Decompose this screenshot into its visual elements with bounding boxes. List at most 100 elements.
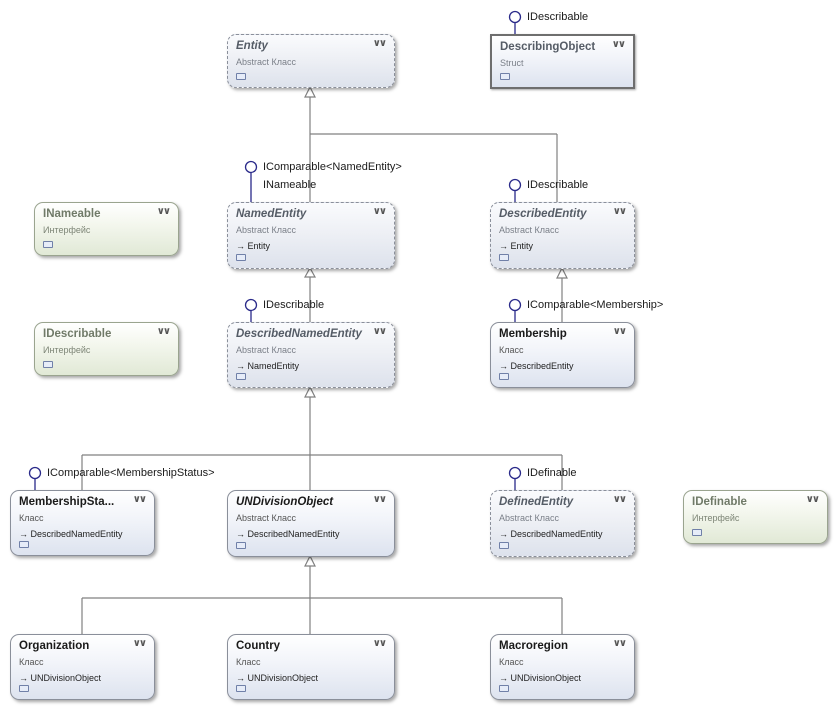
inherits-arrow-icon: → — [499, 361, 508, 371]
class-kind: Abstract Класс — [499, 225, 560, 235]
chevron-double-down-icon[interactable]: ∨∨ — [611, 39, 626, 50]
chevron-double-down-icon[interactable]: ∨∨ — [372, 326, 387, 337]
members-compartment-icon — [236, 542, 246, 549]
class-name: Macroregion — [499, 640, 569, 652]
class-kind: Интерфейс — [43, 225, 91, 235]
class-kind: Класс — [19, 657, 44, 667]
class-kind: Abstract Класс — [499, 513, 560, 523]
chevron-double-down-icon[interactable]: ∨∨ — [612, 206, 627, 217]
inherits-arrow-icon: → — [19, 673, 28, 683]
class-name: UNDivisionObject — [236, 496, 334, 508]
chevron-double-down-icon[interactable]: ∨∨ — [372, 494, 387, 505]
base-class: → UNDivisionObject — [236, 673, 318, 683]
class-box-membership[interactable]: Membership ∨∨ Класс → DescribedEntity — [490, 322, 635, 388]
base-class-name: DescribedEntity — [510, 361, 574, 371]
base-class: → Entity — [236, 241, 270, 251]
chevron-double-down-icon[interactable]: ∨∨ — [156, 206, 171, 217]
members-compartment-icon — [43, 361, 53, 368]
interface-lollipop-icon — [508, 10, 522, 24]
inherits-arrow-icon: → — [236, 673, 245, 683]
members-compartment-icon — [236, 254, 246, 261]
chevron-double-down-icon[interactable]: ∨∨ — [156, 326, 171, 337]
class-name: Organization — [19, 640, 90, 652]
class-kind: Интерфейс — [43, 345, 91, 355]
base-class-name: Entity — [247, 241, 271, 251]
class-kind: Класс — [499, 657, 524, 667]
interface-lollipop-icon — [244, 298, 258, 312]
base-class-name: DescribedNamedEntity — [510, 529, 603, 539]
class-box-described-entity[interactable]: DescribedEntity ∨∨ Abstract Класс → Enti… — [490, 202, 635, 269]
class-kind: Класс — [236, 657, 261, 667]
members-compartment-icon — [499, 542, 509, 549]
class-name: IDescribable — [43, 328, 112, 340]
class-name: MembershipSta... — [19, 496, 115, 508]
class-box-defined-entity[interactable]: DefinedEntity ∨∨ Abstract Класс → Descri… — [490, 490, 635, 557]
chevron-double-down-icon[interactable]: ∨∨ — [805, 494, 820, 505]
class-kind: Struct — [500, 58, 524, 68]
lollipop-label: IComparable<NamedEntity> — [263, 161, 402, 173]
class-name: Entity — [236, 40, 268, 52]
members-compartment-icon — [236, 373, 246, 380]
class-kind: Abstract Класс — [236, 225, 297, 235]
base-class-name: DescribedNamedEntity — [30, 529, 123, 539]
chevron-double-down-icon[interactable]: ∨∨ — [372, 638, 387, 649]
chevron-double-down-icon[interactable]: ∨∨ — [372, 38, 387, 49]
lollipop-label: IDescribable — [263, 299, 325, 311]
members-compartment-icon — [499, 254, 509, 261]
members-compartment-icon — [19, 685, 29, 692]
base-class-name: UNDivisionObject — [247, 673, 319, 683]
class-kind: Класс — [19, 513, 44, 523]
lollipop-label: IComparable<MembershipStatus> — [47, 467, 215, 479]
lollipop-label: IDefinable — [527, 467, 577, 479]
chevron-double-down-icon[interactable]: ∨∨ — [612, 326, 627, 337]
chevron-double-down-icon[interactable]: ∨∨ — [612, 494, 627, 505]
chevron-double-down-icon[interactable]: ∨∨ — [612, 638, 627, 649]
members-compartment-icon — [500, 73, 510, 80]
members-compartment-icon — [19, 541, 29, 548]
chevron-double-down-icon[interactable]: ∨∨ — [132, 638, 147, 649]
base-class-name: UNDivisionObject — [510, 673, 582, 683]
base-class: → DescribedNamedEntity — [19, 529, 123, 539]
base-class: → NamedEntity — [236, 361, 299, 371]
members-compartment-icon — [43, 241, 53, 248]
class-name: DescribedEntity — [499, 208, 587, 220]
base-class-name: UNDivisionObject — [30, 673, 102, 683]
class-name: NamedEntity — [236, 208, 307, 220]
inheritance-arrowhead — [556, 266, 568, 279]
class-box-described-named-entity[interactable]: DescribedNamedEntity ∨∨ Abstract Класс →… — [227, 322, 395, 388]
inherits-arrow-icon: → — [499, 673, 508, 683]
chevron-double-down-icon[interactable]: ∨∨ — [132, 494, 147, 505]
base-class-name: Entity — [510, 241, 534, 251]
class-box-describing-object[interactable]: DescribingObject ∨∨ Struct — [490, 34, 635, 89]
class-box-macroregion[interactable]: Macroregion ∨∨ Класс → UNDivisionObject — [490, 634, 635, 700]
interface-lollipop-icon — [508, 178, 522, 192]
base-class: → UNDivisionObject — [19, 673, 101, 683]
class-box-named-entity[interactable]: NamedEntity ∨∨ Abstract Класс → Entity — [227, 202, 395, 269]
class-box-entity[interactable]: Entity ∨∨ Abstract Класс — [227, 34, 395, 88]
class-name: INameable — [43, 208, 101, 220]
class-name: IDefinable — [692, 496, 747, 508]
interface-box-idescribable[interactable]: IDescribable ∨∨ Интерфейс — [34, 322, 179, 376]
members-compartment-icon — [692, 529, 702, 536]
class-box-organization[interactable]: Organization ∨∨ Класс → UNDivisionObject — [10, 634, 155, 700]
class-box-undivision-object[interactable]: UNDivisionObject ∨∨ Abstract Класс → Des… — [227, 490, 395, 557]
base-class-name: DescribedNamedEntity — [247, 529, 340, 539]
class-box-country[interactable]: Country ∨∨ Класс → UNDivisionObject — [227, 634, 395, 700]
base-class: → DescribedEntity — [499, 361, 574, 371]
inherits-arrow-icon: → — [236, 529, 245, 539]
class-box-membership-status[interactable]: MembershipSta... ∨∨ Класс → DescribedNam… — [10, 490, 155, 556]
interface-box-idefinable[interactable]: IDefinable ∨∨ Интерфейс — [683, 490, 828, 544]
class-kind: Abstract Класс — [236, 345, 297, 355]
members-compartment-icon — [236, 73, 246, 80]
lollipop-label: IComparable<Membership> — [527, 299, 664, 311]
class-name: Membership — [499, 328, 567, 340]
chevron-double-down-icon[interactable]: ∨∨ — [372, 206, 387, 217]
lollipop-label: IDescribable — [527, 179, 589, 191]
class-kind: Abstract Класс — [236, 513, 297, 523]
interface-lollipop-icon — [508, 298, 522, 312]
base-class: → DescribedNamedEntity — [499, 529, 603, 539]
base-class-name: NamedEntity — [247, 361, 300, 371]
interface-box-inameable[interactable]: INameable ∨∨ Интерфейс — [34, 202, 179, 256]
inherits-arrow-icon: → — [236, 241, 245, 251]
interface-lollipop-icon — [28, 466, 42, 480]
